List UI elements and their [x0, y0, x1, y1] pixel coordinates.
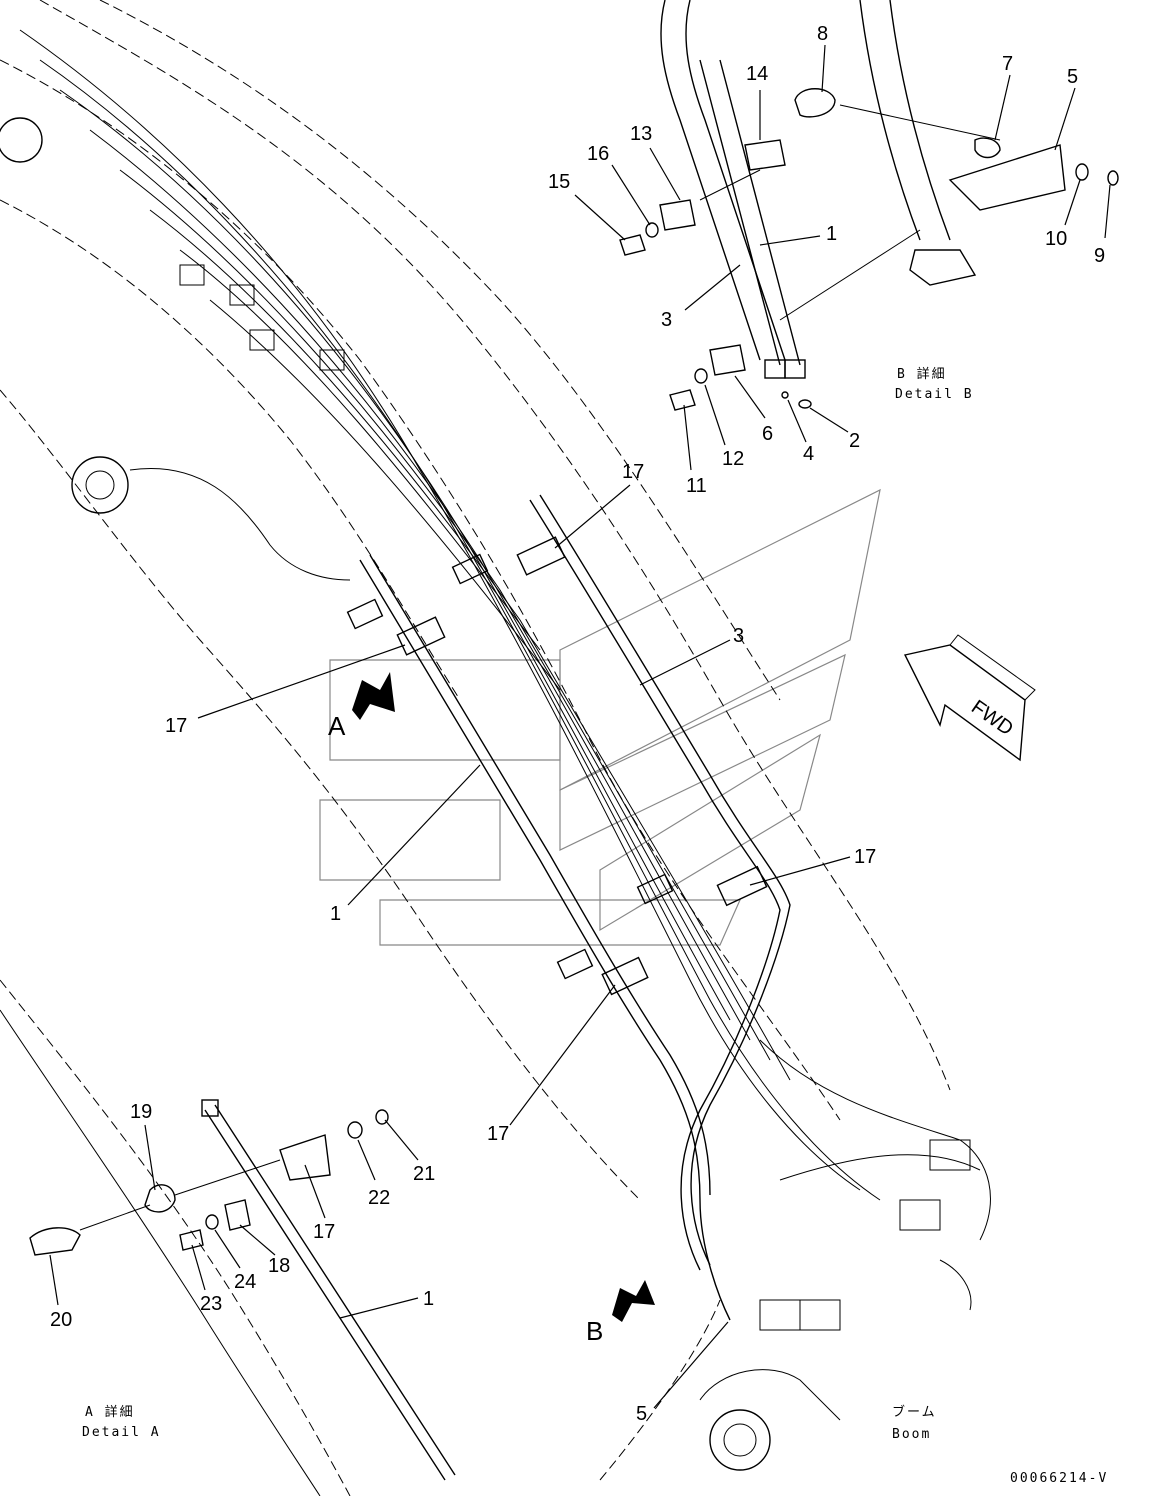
callout-8: 8: [817, 23, 828, 45]
boom-jp: ブーム: [892, 1404, 937, 1420]
detail-a-en: Detail A: [82, 1425, 161, 1440]
callout-1-main: 1: [330, 903, 341, 925]
callout-21: 21: [413, 1163, 435, 1185]
clamp-group-upper: [346, 536, 566, 656]
callout-1: 1: [826, 223, 837, 245]
fwd-arrow: FWD: [903, 634, 1036, 762]
watermark: [319, 488, 881, 946]
detail-a-jp: A 詳細: [85, 1404, 135, 1420]
boom-outline: [0, 0, 951, 1496]
callout-3: 3: [661, 309, 672, 331]
callout-20: 20: [50, 1309, 72, 1331]
callout-23: 23: [200, 1293, 222, 1315]
view-marker-b: B: [586, 1316, 603, 1346]
boom-en: Boom: [892, 1427, 931, 1442]
view-arrow-b: [612, 1280, 655, 1322]
drawing-number: 00066214-V: [1010, 1471, 1108, 1486]
callout-13: 13: [630, 123, 652, 145]
steel-tubes: [359, 494, 791, 1321]
callout-17-right: 17: [854, 846, 876, 868]
detail-b-jp: B 詳細: [897, 366, 947, 382]
callout-17-detail-a: 17: [313, 1221, 335, 1243]
clamp-group-lower: [556, 865, 768, 996]
view-marker-a: A: [328, 711, 346, 741]
detail-a-parts: [29, 1099, 456, 1481]
callout-1-detail-a: 1: [423, 1288, 434, 1310]
detail-b-parts: [619, 0, 1119, 411]
callout-14: 14: [746, 63, 768, 85]
callout-6: 6: [762, 423, 773, 445]
callout-12: 12: [722, 448, 744, 470]
callout-15: 15: [548, 171, 570, 193]
callout-16: 16: [587, 143, 609, 165]
callout-5: 5: [1067, 66, 1078, 88]
view-arrow-a: [352, 672, 395, 720]
callout-numbers: 8 14 7 5 13 16 15 1 10 9 3 6 2 12 4 11 1…: [50, 23, 1105, 1425]
callout-5-lower: 5: [636, 1403, 647, 1425]
boom-foot-hardware: [0, 117, 351, 581]
callout-18: 18: [268, 1255, 290, 1277]
callout-9: 9: [1094, 245, 1105, 267]
callout-22: 22: [368, 1187, 390, 1209]
callout-3-main: 3: [733, 625, 744, 647]
callout-24: 24: [234, 1271, 256, 1293]
hose-bundle: [19, 29, 991, 1241]
callout-17: 17: [622, 461, 644, 483]
callout-17-left: 17: [165, 715, 187, 737]
callout-4: 4: [803, 443, 814, 465]
callout-2: 2: [849, 430, 860, 452]
callout-10: 10: [1045, 228, 1067, 250]
callout-7: 7: [1002, 53, 1013, 75]
boom-end: [699, 1139, 972, 1471]
leader-lines: [49, 44, 1111, 1409]
callout-11: 11: [686, 475, 707, 497]
fwd-label: FWD: [967, 696, 1017, 740]
callout-19: 19: [130, 1101, 152, 1123]
detail-b-en: Detail B: [895, 387, 974, 402]
callout-17-lower: 17: [487, 1123, 509, 1145]
